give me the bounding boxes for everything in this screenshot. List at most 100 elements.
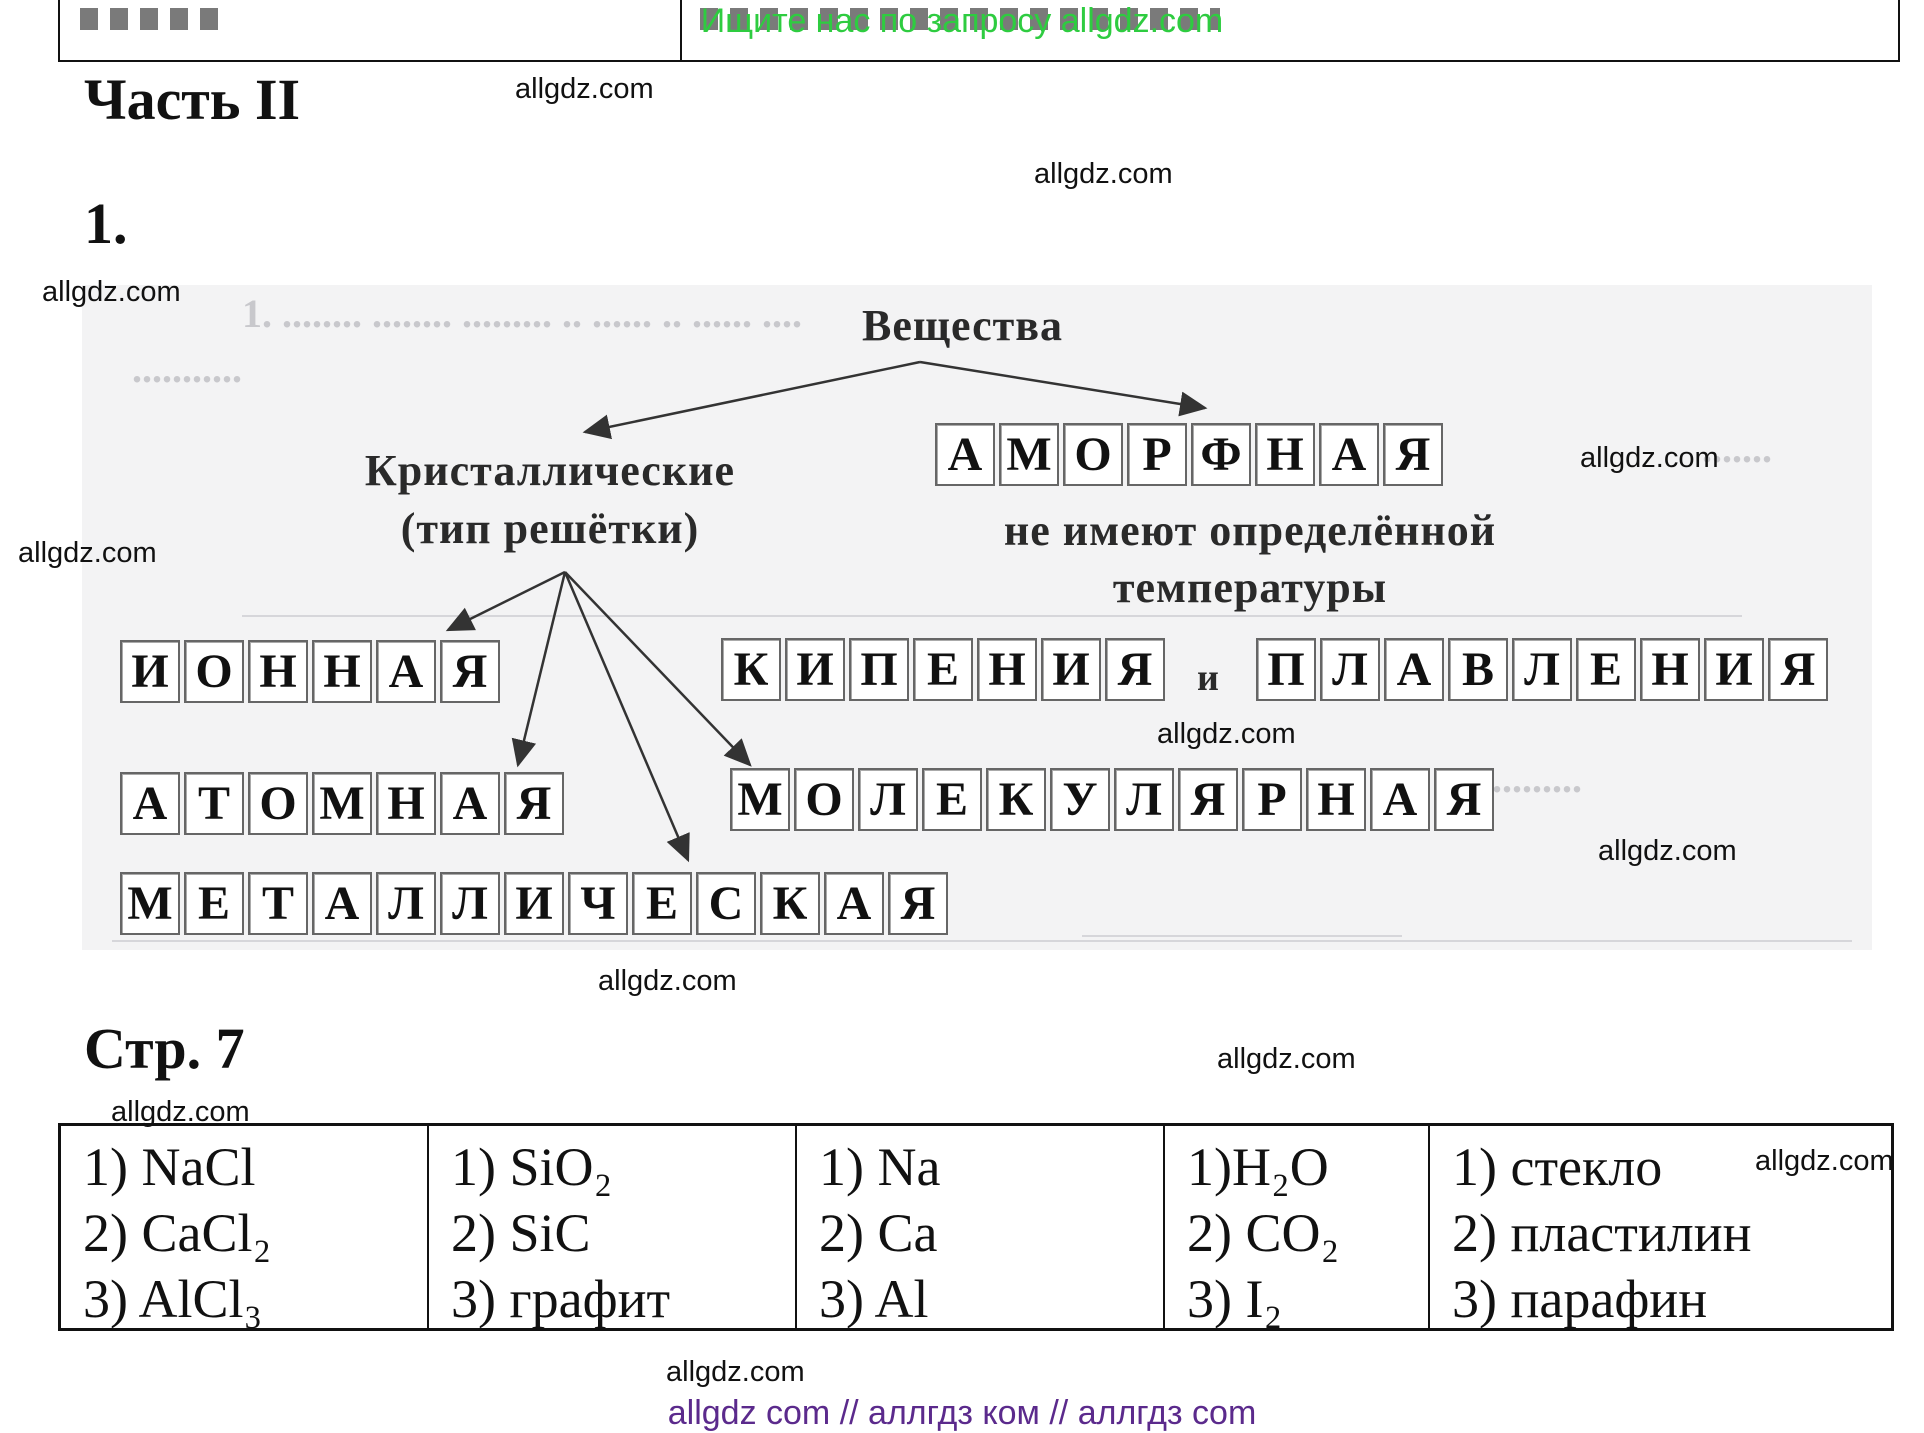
top-banner[interactable]: Ищите нас по запросу allgdz.com (700, 2, 1224, 40)
answer-line: 1) NaCl (83, 1137, 256, 1197)
letter-cell: И (1041, 638, 1101, 701)
letter-cell: М (999, 423, 1059, 486)
amorphous-note-line1: не имеют определённой (1003, 506, 1497, 555)
watermark[interactable]: allgdz.com (111, 1096, 250, 1128)
letter-cell: А (120, 772, 180, 835)
letter-cell: Н (312, 640, 372, 703)
letter-cell: О (248, 772, 308, 835)
letter-cell: Н (376, 772, 436, 835)
letter-cell: Е (632, 872, 692, 935)
letter-cell: Л (858, 768, 918, 831)
bleed-through-line (1082, 935, 1402, 937)
letter-cell: Н (1640, 638, 1700, 701)
letter-cell: Е (1576, 638, 1636, 701)
letter-cell: П (849, 638, 909, 701)
watermark[interactable]: allgdz.com (1157, 718, 1296, 750)
letter-cell: М (120, 872, 180, 935)
letter-cell: О (794, 768, 854, 831)
answer-line: 3) парафин (1452, 1269, 1708, 1329)
answer-line: 3) графит (451, 1269, 671, 1329)
letter-cell: П (1256, 638, 1316, 701)
bleed-through-line (112, 940, 1852, 942)
letter-cell: Т (184, 772, 244, 835)
letter-cell: Н (1255, 423, 1315, 486)
letter-cell: Е (913, 638, 973, 701)
watermark[interactable]: allgdz.com (18, 537, 157, 569)
answer-line: 2) пластилин (1452, 1203, 1752, 1263)
letter-cell: К (721, 638, 781, 701)
letter-cell: А (1384, 638, 1444, 701)
letter-cell: Л (1114, 768, 1174, 831)
letter-cell: Е (184, 872, 244, 935)
bleed-through-text: ....... (1702, 426, 1772, 471)
arrow-to-molecular (564, 571, 752, 767)
watermark[interactable]: allgdz.com (515, 73, 654, 105)
answer-line: 3) I₂ (1187, 1269, 1283, 1329)
watermark[interactable]: allgdz.com (1217, 1043, 1356, 1075)
watermark[interactable]: allgdz.com (42, 276, 181, 308)
answer-line: 2) CO₂ (1187, 1203, 1340, 1263)
answers-column-amorphous: 1) стекло 2) пластилин 3) парафин (1430, 1126, 1891, 1329)
part-title: Часть II (84, 67, 301, 132)
watermark[interactable]: allgdz.com (666, 1356, 805, 1388)
letter-cell: Л (1512, 638, 1572, 701)
letter-cell: М (730, 768, 790, 831)
answer-line: 1) Na (819, 1137, 941, 1197)
letter-cell: А (440, 772, 500, 835)
letter-cell: Л (376, 872, 436, 935)
root-label: Вещества (862, 301, 1063, 350)
letter-cell: А (376, 640, 436, 703)
arrow-to-amorphous (919, 360, 1208, 417)
letter-cell: Ф (1191, 423, 1251, 486)
letter-cell: Я (1178, 768, 1238, 831)
watermark[interactable]: allgdz.com (1755, 1145, 1894, 1177)
letter-cell: И (1704, 638, 1764, 701)
letter-cell: А (824, 872, 884, 935)
letter-cell: Л (440, 872, 500, 935)
letter-cell: Е (922, 768, 982, 831)
letter-cell: Я (1105, 638, 1165, 701)
answer-line: 2) Ca (819, 1203, 938, 1263)
letter-cell: У (1050, 768, 1110, 831)
watermark[interactable]: allgdz.com (1598, 835, 1737, 867)
letter-cell: С (696, 872, 756, 935)
answers-table: 1) NaCl 2) CaCl₂ 3) AlCl₃ 1) SiO₂ 2) SiC… (58, 1123, 1894, 1331)
letter-cell: А (1319, 423, 1379, 486)
letter-cell: Ч (568, 872, 628, 935)
watermark[interactable]: allgdz.com (1580, 442, 1719, 474)
letter-cell: О (184, 640, 244, 703)
letter-cell: О (1063, 423, 1123, 486)
arrow-to-ionic (445, 570, 566, 632)
arrow-to-crystalline (582, 360, 921, 440)
scanned-diagram-background: 1. ........ ........ ......... .. ......… (82, 285, 1872, 950)
letter-cell: А (935, 423, 995, 486)
letter-cell: Н (977, 638, 1037, 701)
letter-cell: Л (1320, 638, 1380, 701)
letter-cell: Т (248, 872, 308, 935)
letter-cell: Я (1383, 423, 1443, 486)
answer-line: 3) AlCl₃ (83, 1269, 263, 1329)
watermark[interactable]: allgdz.com (598, 965, 737, 997)
answer-line: 2) CaCl₂ (83, 1203, 272, 1263)
bottom-banner[interactable]: allgdz com // аллгдз ком // аллгдз com (667, 1394, 1257, 1432)
answers-column-atomic: 1) SiO₂ 2) SiC 3) графит (429, 1126, 797, 1329)
arrow-to-metallic (563, 571, 690, 863)
answer-line: 2) SiC (451, 1203, 591, 1263)
bleed-through-text: .......... (1482, 756, 1582, 801)
letter-cell: К (760, 872, 820, 935)
table-divider (680, 0, 682, 60)
answer-line: 3) Al (819, 1269, 929, 1329)
watermark[interactable]: allgdz.com (1034, 158, 1173, 190)
letter-cell: В (1448, 638, 1508, 701)
letter-cell: Я (1768, 638, 1828, 701)
letter-cell: А (1370, 768, 1430, 831)
letter-cell: Я (504, 772, 564, 835)
